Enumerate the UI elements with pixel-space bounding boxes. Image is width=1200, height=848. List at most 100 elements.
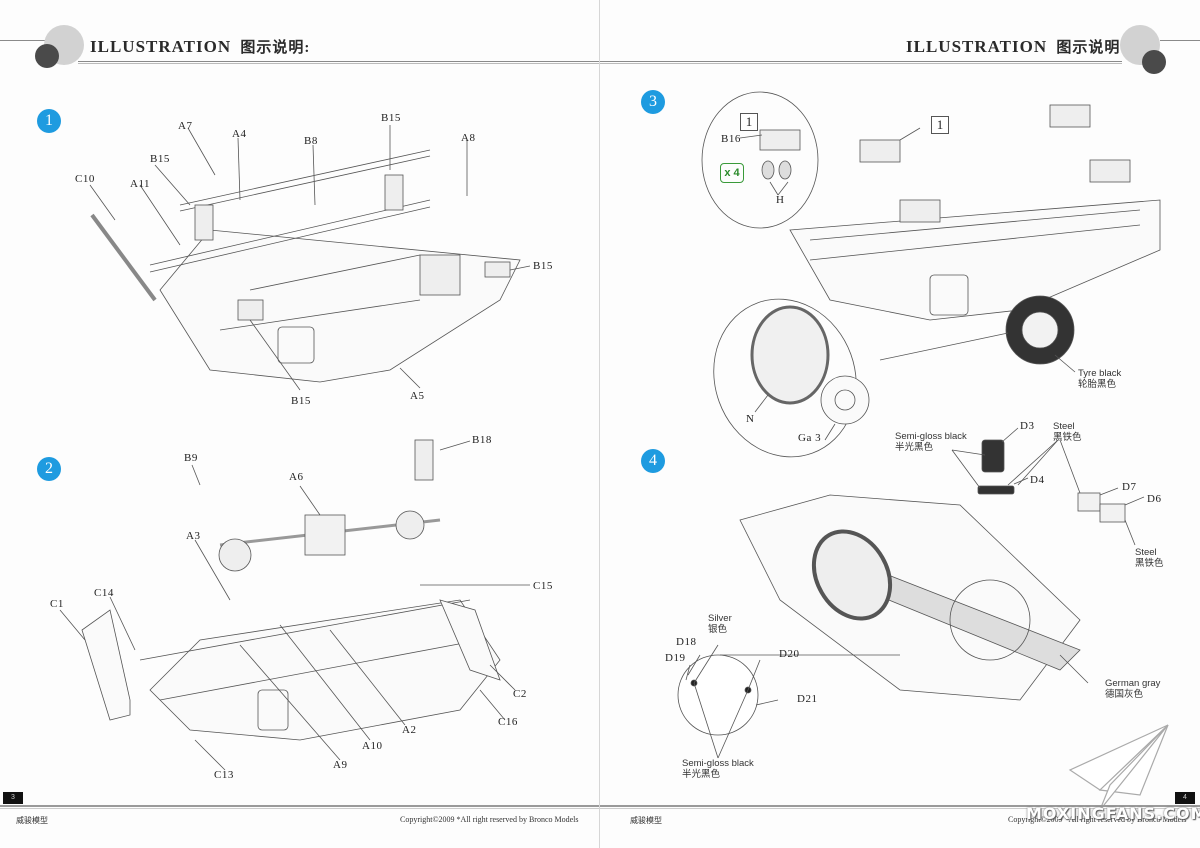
diff-rear <box>395 510 425 540</box>
header-rule <box>1160 40 1200 41</box>
paint-note-semi-gloss: Semi-gloss black 半光黑色 <box>895 431 967 453</box>
part-label: B15 <box>381 112 401 124</box>
part-label: C10 <box>75 173 95 185</box>
part-b16 <box>759 129 801 151</box>
step-1-diagram <box>89 125 531 391</box>
page-title: ILLUSTRATION 图示说明: <box>906 36 1126 57</box>
part-label: N <box>746 413 755 425</box>
part-label: H <box>776 194 785 206</box>
part-label: C15 <box>533 580 553 592</box>
bogie <box>1089 159 1131 183</box>
part-label: A9 <box>333 759 348 771</box>
part-label: B15 <box>150 153 170 165</box>
step-badge-1: 1 <box>37 109 61 133</box>
bogie <box>1049 104 1091 128</box>
part-a6 <box>304 514 346 556</box>
part-label: Ga 3 <box>798 432 822 444</box>
left-page: ILLUSTRATION 图示说明: 1 <box>0 25 600 825</box>
plate-c2 <box>439 599 501 681</box>
part-label: B8 <box>304 135 318 147</box>
rail <box>139 599 471 661</box>
page-gutter <box>599 0 600 848</box>
part-label: A11 <box>130 178 151 190</box>
part-ga3-hub <box>820 375 870 425</box>
rail <box>149 199 431 266</box>
part-label: A7 <box>178 120 193 132</box>
part-label: B9 <box>184 452 198 464</box>
part-h <box>778 160 792 180</box>
hatch <box>257 689 289 731</box>
hull-plate <box>149 599 501 741</box>
header-underline-2 <box>600 63 1122 64</box>
title-en: ILLUSTRATION <box>906 37 1048 56</box>
paint-note-german-gray: German gray 德国灰色 <box>1105 678 1161 700</box>
step-badge-2: 2 <box>37 457 61 481</box>
bracket <box>237 299 264 321</box>
footer-brand: 威骏模型 <box>16 816 48 825</box>
rail <box>149 206 431 273</box>
part-label: D21 <box>797 693 818 705</box>
part-label: B16 <box>721 133 741 145</box>
step-badge-4: 4 <box>641 449 665 473</box>
paint-note-semi-gloss-2: Semi-gloss black 半光黑色 <box>682 758 754 780</box>
header-underline-2 <box>78 63 600 64</box>
paint-note-steel-2: Steel 黑铁色 <box>1135 547 1164 569</box>
wheel-inset-circle <box>713 298 857 458</box>
part-label: A4 <box>232 128 247 140</box>
detail-circle <box>949 579 1031 661</box>
footer-brand: 威骏模型 <box>630 816 662 825</box>
paint-note-tyre: Tyre black 轮胎黑色 <box>1078 368 1122 390</box>
footer-copyright: Copyright©2009 *All right reserved by Br… <box>400 815 579 824</box>
part-label: D20 <box>779 648 800 660</box>
right-page: ILLUSTRATION 图示说明: 3 <box>600 0 1200 848</box>
rail <box>179 149 431 206</box>
header-circle-dark <box>35 44 59 68</box>
hatch <box>277 326 315 364</box>
footer-rule <box>600 805 1200 807</box>
inset-circle <box>701 91 819 229</box>
part-label: B18 <box>472 434 492 446</box>
footer-rule-2 <box>600 808 1200 809</box>
part-label: D18 <box>676 636 697 648</box>
part-label: D19 <box>665 652 686 664</box>
gearbox <box>419 254 461 296</box>
part-label: C13 <box>214 769 234 781</box>
bar-c10 <box>90 213 157 302</box>
main-callout: 1 <box>931 116 949 134</box>
part-label: C1 <box>50 598 64 610</box>
step-4-diagram <box>677 427 1145 759</box>
part-b18 <box>414 439 434 481</box>
part-label: A3 <box>186 530 201 542</box>
paper-plane-logo <box>1068 724 1169 811</box>
step-2-diagram <box>59 439 530 771</box>
hub-center <box>834 389 856 411</box>
site-watermark: MOXINGFANS.COM <box>1026 804 1200 823</box>
part-label: B15 <box>291 395 311 407</box>
bogie <box>899 199 941 223</box>
part-label: A10 <box>362 740 383 752</box>
bracket <box>384 174 404 211</box>
header-underline <box>78 61 600 62</box>
part-label: A8 <box>461 132 476 144</box>
part-label: C16 <box>498 716 518 728</box>
part-n-tyre <box>750 305 830 405</box>
bogie <box>859 139 901 163</box>
title-cn: 图示说明: <box>1056 40 1127 56</box>
header-underline <box>600 61 1122 62</box>
paint-note-silver: Silver 银色 <box>708 613 732 635</box>
inset-callout: 1 <box>740 113 758 131</box>
part-label: C14 <box>94 587 114 599</box>
step-badge-3: 3 <box>641 90 665 114</box>
battery-d7 <box>1077 492 1101 512</box>
page-number: 3 <box>3 792 23 804</box>
step-3-diagram <box>701 91 1161 458</box>
part-label: A6 <box>289 471 304 483</box>
rail <box>179 155 431 212</box>
rail <box>159 639 481 701</box>
footer-rule <box>0 805 600 807</box>
part-label: A5 <box>410 390 425 402</box>
footer-copyright: Copyright©2009 *All right reserved by Br… <box>1008 815 1187 824</box>
paint-note-steel: Steel 黑铁色 <box>1053 421 1082 443</box>
footer-rule-2 <box>0 808 600 809</box>
diff-front <box>218 538 252 572</box>
